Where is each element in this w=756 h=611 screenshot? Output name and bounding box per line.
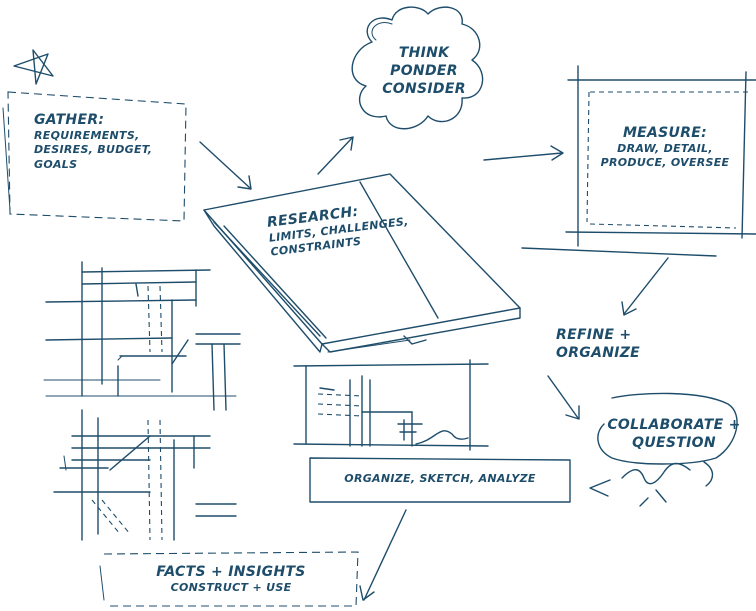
arrow-organize-to-facts (359, 509, 407, 601)
gather-line-2: desires, budget, (34, 143, 153, 157)
think-line-3: consider (382, 81, 466, 98)
star-doodle (13, 49, 54, 85)
arrow-think-to-measure (483, 145, 564, 161)
think-label: Think ponder consider (376, 44, 472, 99)
research-book (203, 173, 521, 353)
refine-line-2: Organize (556, 345, 641, 362)
facts-subtitle: construct + use (170, 581, 292, 595)
collaborate-label: Collaborate + question (600, 416, 748, 452)
arrow-gather-to-research (199, 141, 252, 190)
organize-text: Organize, sketch, analyze (344, 472, 536, 485)
think-line-1: Think (398, 45, 450, 61)
gather-line-3: goals (34, 157, 78, 171)
think-line-2: ponder (390, 63, 458, 80)
gather-line-1: Requirements, (34, 129, 140, 143)
floor-plan-lower (53, 409, 237, 541)
organize-box (309, 457, 571, 503)
facts-box (99, 551, 359, 607)
measure-sheet (521, 65, 756, 257)
section-sketch (293, 359, 489, 451)
think-cloud (351, 6, 484, 130)
gather-title: Gather: (34, 112, 105, 128)
collaborate-outline (597, 392, 738, 465)
floor-plan-upper (43, 261, 241, 411)
collaborate-line-1: Collaborate + (607, 417, 741, 433)
refine-label: Refine + Organize (556, 326, 640, 362)
gather-box (2, 91, 187, 222)
gather-label: Gather: Requirements, desires, budget, g… (34, 111, 152, 172)
facts-label: Facts + insights construct + use (106, 563, 356, 595)
organize-label: Organize, sketch, analyze (310, 472, 570, 486)
refine-line-1: Refine + (556, 327, 632, 343)
arrow-research-to-think (317, 136, 354, 175)
measure-line-1: draw, detail, (617, 142, 713, 156)
collaborate-line-2: question (632, 435, 716, 452)
measure-label: Measure: draw, detail, produce, oversee (590, 124, 740, 171)
facts-title: Facts + insights (156, 564, 306, 580)
measure-title: Measure: (622, 125, 708, 141)
measure-line-2: produce, oversee (600, 156, 730, 170)
arrow-collaborate-to-organize (589, 461, 714, 507)
arrow-refine-to-collaborate (547, 375, 580, 420)
arrow-measure-to-refine (621, 257, 669, 316)
